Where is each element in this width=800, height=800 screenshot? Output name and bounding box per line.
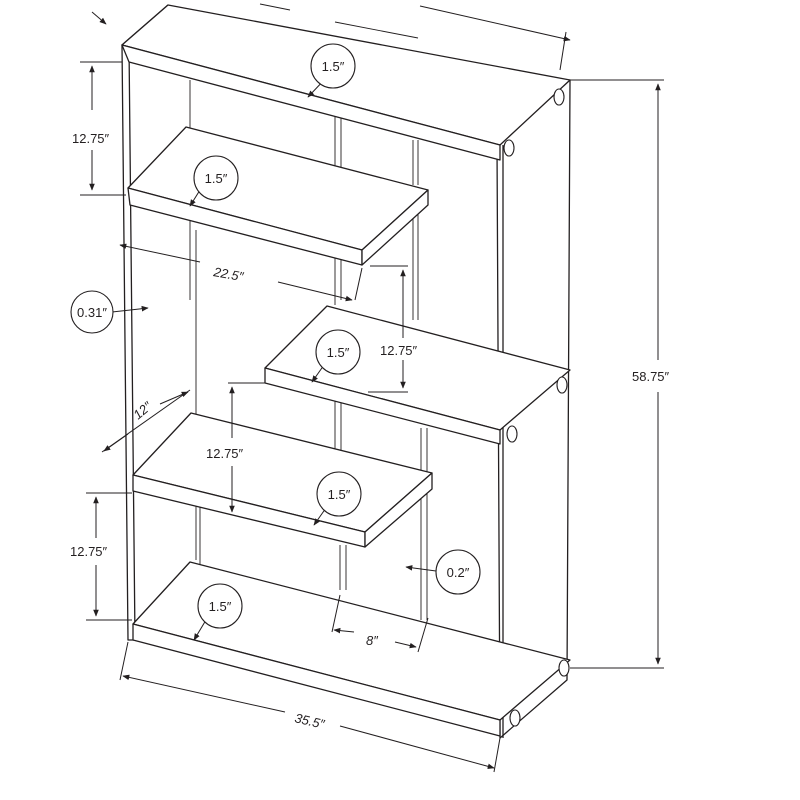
dimension-lines <box>80 3 664 773</box>
left-glass-panel <box>121 4 176 641</box>
bubble-back-thickness <box>435 549 481 595</box>
bubble-glass-thickness <box>70 290 114 334</box>
label-overall-width: 35.5″ <box>293 710 326 731</box>
bubble-upper-shelf <box>193 155 239 201</box>
bubble-middle-shelf <box>315 329 361 375</box>
label-lower-mid-gap-height: 12.75″ <box>206 446 244 461</box>
mounting-knobs <box>503 88 570 727</box>
label-bottom-shelf-thickness: 1.5″ <box>209 599 232 614</box>
label-upper-shelf-thickness: 1.5″ <box>205 171 228 186</box>
thickness-bubbles <box>70 43 481 629</box>
bottom-shelf <box>132 561 571 737</box>
label-overall-height: 58.75″ <box>632 369 670 384</box>
label-lower-shelf-thickness: 1.5″ <box>328 487 351 502</box>
middle-shelf <box>264 305 571 445</box>
upper-shelf <box>127 126 429 266</box>
label-middle-shelf-thickness: 1.5″ <box>327 345 350 360</box>
label-back-thickness: 0.2″ <box>447 565 470 580</box>
bubble-lower-shelf <box>316 471 362 517</box>
label-divider-offset: 8″ <box>366 633 378 648</box>
label-depth: 12″ <box>130 398 155 422</box>
label-top-shelf-thickness: 1.5″ <box>322 59 345 74</box>
label-top-gap-height: 12.75″ <box>72 131 110 146</box>
label-upper-mid-gap-height: 12.75″ <box>380 343 418 358</box>
lower-shelf <box>132 412 433 548</box>
back-panel <box>189 80 428 620</box>
label-bottom-gap-height: 12.75″ <box>70 544 108 559</box>
dimension-labels: 1.5″ 1.5″ 1.5″ 1.5″ 1.5″ 12.75″ 12.75″ 1… <box>70 59 670 732</box>
bubble-bottom-shelf <box>197 583 243 629</box>
label-shelf-width: 22.5″ <box>211 264 244 284</box>
bubble-top-shelf <box>310 43 356 89</box>
label-glass-thickness: 0.31″ <box>77 305 107 320</box>
